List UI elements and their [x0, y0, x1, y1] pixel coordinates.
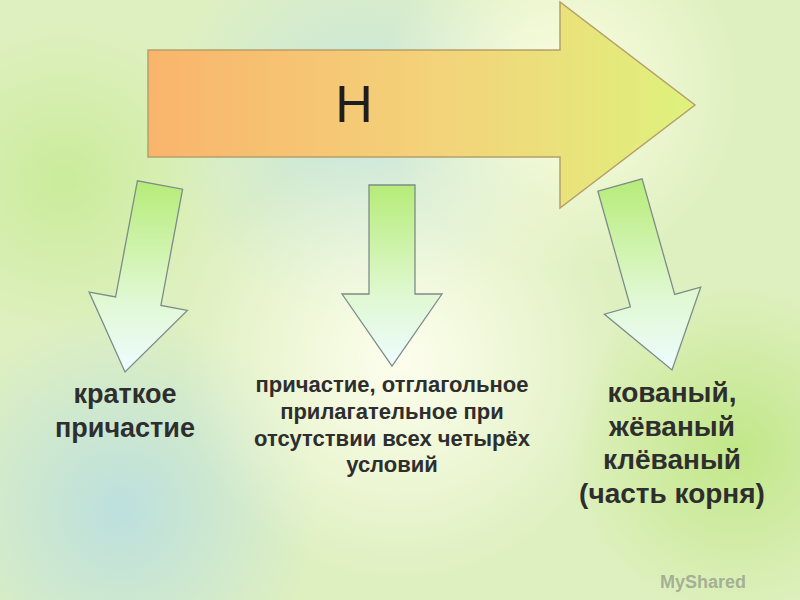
header-arrow: Н [100, 0, 700, 210]
block-arrow [89, 181, 187, 372]
text-node: краткое причастие [35, 378, 215, 450]
arrow-shape [100, 0, 700, 210]
rule-text: кованый, жёваный клёваный (часть корня) [572, 376, 772, 510]
text-node: причастие, отглагольное прилагательное п… [240, 372, 544, 484]
watermark: MyShared [660, 572, 746, 593]
heading-letter: Н [148, 50, 560, 157]
block-arrow [342, 185, 442, 366]
text-node: кованый, жёваный клёваный (часть корня) [572, 376, 772, 515]
rule-text: краткое причастие [35, 378, 215, 446]
rule-text: причастие, отглагольное прилагательное п… [240, 372, 544, 479]
block-arrow [598, 179, 701, 370]
